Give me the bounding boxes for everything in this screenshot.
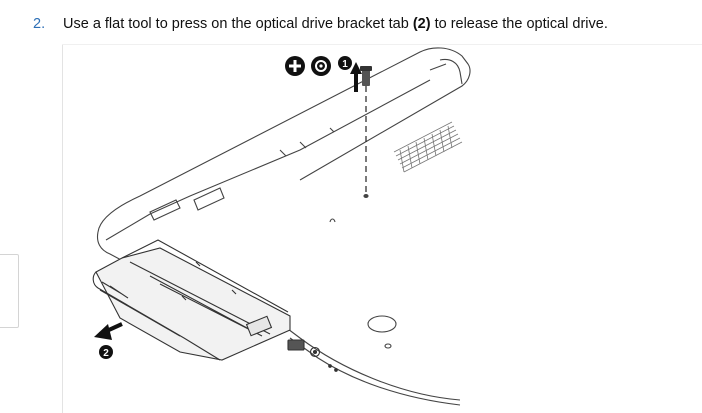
optical-drive-removal-illustration: 1 2 — [92, 47, 471, 406]
side-panel-tab[interactable] — [0, 254, 19, 328]
step-text-before: Use a flat tool to press on the optical … — [63, 16, 413, 32]
eject-direction-arrow: 2 — [94, 322, 123, 359]
laptop-bottom-chassis — [96, 47, 471, 406]
torx-screwdriver-icon — [311, 56, 331, 76]
chassis-vent-grille — [393, 121, 463, 173]
callout-2-label: 2 — [103, 348, 109, 359]
optical-drive — [92, 239, 291, 361]
chassis-feet-and-marks — [329, 193, 397, 349]
drive-ports-area — [287, 339, 338, 372]
instruction-step: 2. Use a flat tool to press on the optic… — [33, 16, 608, 32]
callout-1-label: 1 — [342, 59, 348, 70]
step-number: 2. — [33, 16, 46, 32]
up-arrow-icon — [350, 62, 362, 92]
callout-1-badge: 1 — [338, 56, 352, 70]
tool-icons: 1 — [285, 56, 362, 92]
step-callout-ref: (2) — [412, 16, 431, 32]
figure-top-border — [62, 44, 702, 45]
step-text-after: to release the optical drive. — [430, 16, 608, 32]
screw-removal-path — [360, 66, 372, 194]
figure-left-border — [62, 44, 63, 413]
phillips-screwdriver-icon — [285, 56, 305, 76]
left-arrow-icon — [94, 322, 123, 340]
callout-2-badge: 2 — [99, 345, 113, 359]
step-text: Use a flat tool to press on the optical … — [63, 16, 608, 32]
